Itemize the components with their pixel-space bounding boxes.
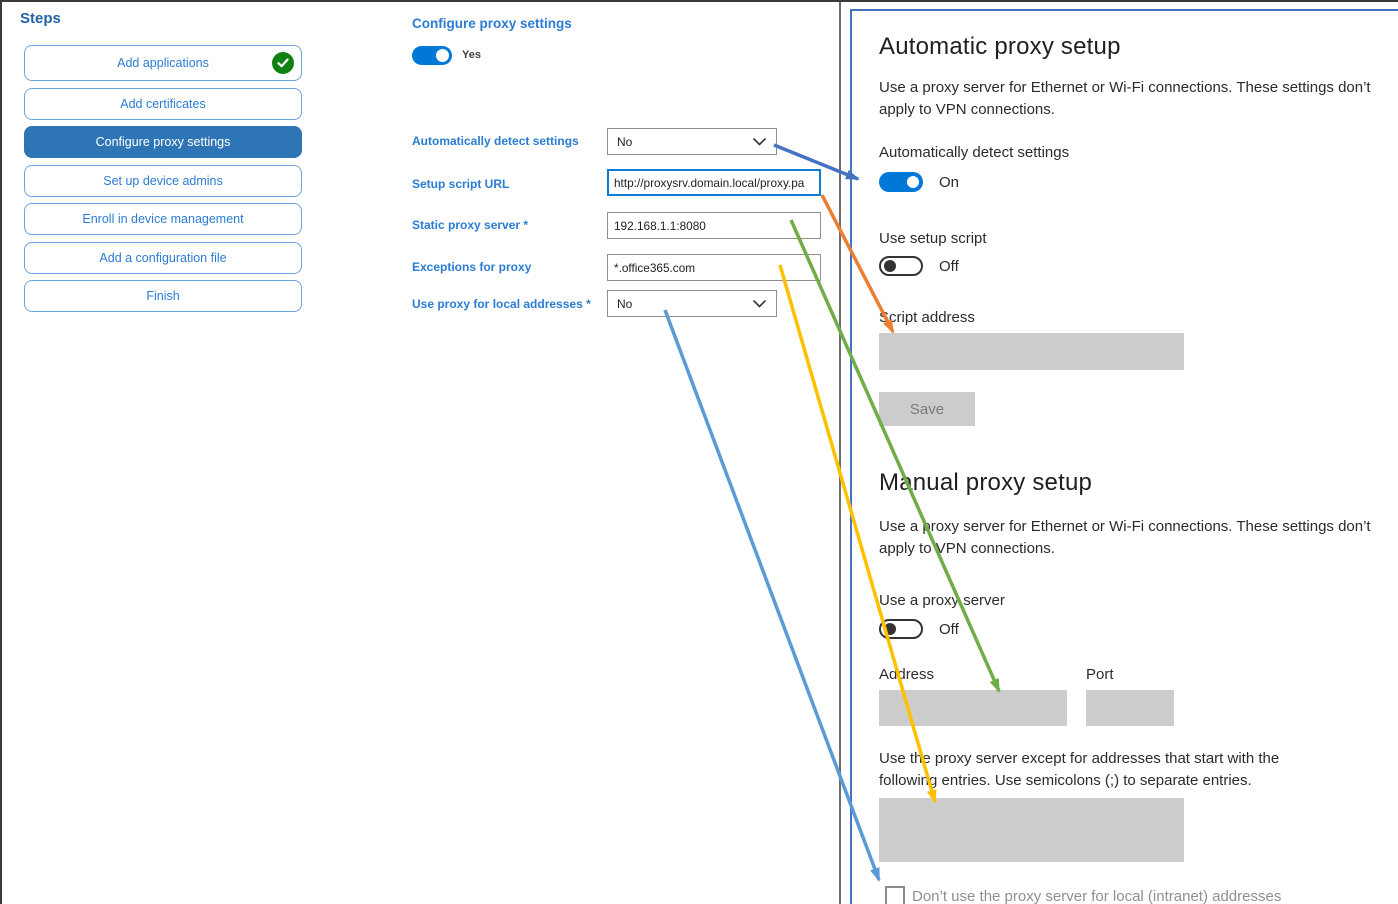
step-label: Add a configuration file [99, 251, 227, 265]
step-label: Enroll in device management [82, 212, 244, 226]
toggle-knob [884, 260, 896, 272]
use-setup-script-toggle-state: Off [939, 258, 959, 275]
manual-proxy-setup-title: Manual proxy setup [879, 469, 1093, 496]
auto-detect-settings-label: Automatically detect settings [879, 144, 1070, 161]
setup-script-url-input[interactable] [607, 169, 821, 196]
field-label-static-proxy-server: Static proxy server * [412, 218, 529, 232]
dropdown-value: No [617, 134, 633, 149]
use-setup-script-label: Use setup script [879, 230, 987, 247]
configure-proxy-toggle[interactable] [412, 46, 452, 65]
manual-proxy-description: Use a proxy server for Ethernet or Wi-Fi… [879, 518, 1371, 557]
step-set-up-device-admins[interactable]: Set up device admins [24, 165, 302, 197]
use-proxy-server-toggle[interactable] [879, 619, 923, 639]
local-addresses-checkbox[interactable] [885, 886, 905, 904]
auto-detect-toggle[interactable] [879, 172, 923, 192]
address-label: Address [879, 666, 935, 683]
steps-panel-title: Steps [20, 10, 61, 27]
form-title: Configure proxy settings [412, 16, 572, 31]
proxy-exceptions-description: Use the proxy server except for addresse… [879, 750, 1280, 789]
script-address-input[interactable] [879, 333, 1184, 370]
use-proxy-server-label: Use a proxy server [879, 592, 1005, 609]
step-add-certificates[interactable]: Add certificates [24, 88, 302, 120]
step-enroll-in-device-management[interactable]: Enroll in device management [24, 203, 302, 235]
automatic-proxy-description: Use a proxy server for Ethernet or Wi-Fi… [879, 79, 1371, 118]
panel-divider [839, 2, 841, 904]
step-configure-proxy-settings[interactable]: Configure proxy settings [24, 126, 302, 158]
arrow-local-addresses [663, 309, 881, 882]
configure-proxy-toggle-state: Yes [462, 49, 481, 61]
chevron-down-icon [753, 137, 766, 146]
use-setup-script-toggle[interactable] [879, 256, 923, 276]
toggle-knob [436, 49, 449, 62]
use-proxy-server-toggle-state: Off [939, 621, 959, 638]
field-label-auto-detect: Automatically detect settings [412, 134, 579, 148]
field-label-use-proxy-local: Use proxy for local addresses * [412, 297, 591, 311]
field-label-setup-script-url: Setup script URL [412, 177, 510, 191]
chevron-down-icon [753, 299, 766, 308]
port-label: Port [1086, 666, 1114, 683]
dropdown-value: No [617, 296, 633, 311]
proxy-port-input[interactable] [1086, 690, 1174, 726]
step-label: Set up device admins [103, 174, 223, 188]
step-finish[interactable]: Finish [24, 280, 302, 312]
toggle-knob [884, 623, 896, 635]
auto-detect-toggle-state: On [939, 174, 960, 191]
completed-check-icon [272, 52, 294, 74]
static-proxy-server-input[interactable] [607, 212, 821, 239]
auto-detect-dropdown[interactable]: No [607, 128, 777, 155]
step-label: Finish [146, 289, 180, 303]
proxy-address-input[interactable] [879, 690, 1067, 726]
save-button[interactable]: Save [879, 392, 975, 426]
step-add-configuration-file[interactable]: Add a configuration file [24, 242, 302, 274]
proxy-exceptions-input[interactable] [607, 254, 821, 281]
windows-proxy-settings-panel: Automatic proxy setup Use a proxy server… [850, 9, 1398, 904]
step-add-applications[interactable]: Add applications [24, 45, 302, 81]
use-proxy-local-dropdown[interactable]: No [607, 290, 777, 317]
step-label: Add certificates [120, 97, 206, 111]
automatic-proxy-setup-title: Automatic proxy setup [879, 33, 1121, 60]
proxy-exceptions-textarea[interactable] [879, 798, 1184, 862]
toggle-knob [907, 176, 919, 188]
script-address-label: Script address [879, 309, 975, 326]
step-label: Add applications [117, 56, 209, 70]
field-label-exceptions-for-proxy: Exceptions for proxy [412, 260, 532, 274]
step-label: Configure proxy settings [95, 135, 231, 149]
local-addresses-checkbox-label: Don’t use the proxy server for local (in… [912, 888, 1282, 904]
